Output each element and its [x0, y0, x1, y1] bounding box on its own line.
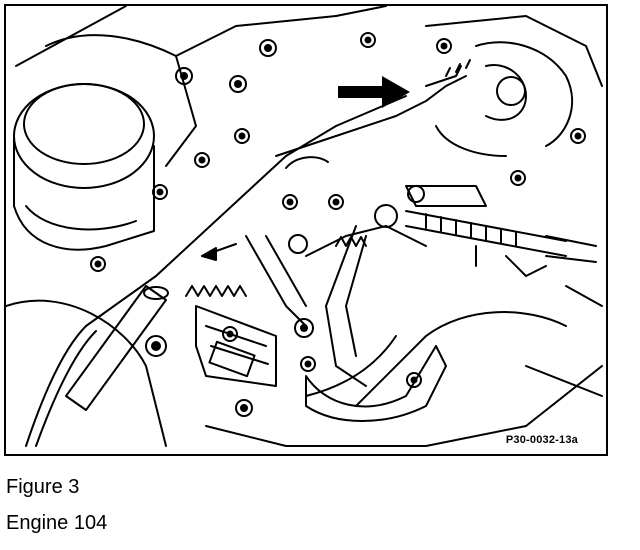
figure-identifier: P30-0032-13a	[505, 434, 578, 446]
figure-caption: Figure 3	[6, 476, 80, 498]
engine-linkage-illustration	[6, 6, 603, 447]
engine-illustration-frame: P30-0032-13a	[4, 4, 608, 456]
indicator-arrow-icon	[338, 76, 410, 108]
engine-caption: Engine 104	[6, 512, 108, 534]
